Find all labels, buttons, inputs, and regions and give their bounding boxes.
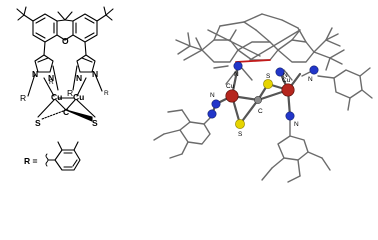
atom-s-top <box>263 79 273 89</box>
atom-label-n2: N <box>48 73 54 83</box>
atom-n-top-left <box>233 61 243 71</box>
ring-highlight <box>235 59 271 63</box>
label-c-center: C <box>258 108 263 115</box>
atom-n-right <box>309 65 319 75</box>
figure: O N N N N R R R R Cu Cu <box>16 6 373 183</box>
right-structure: Cu Cu S S C N N N N N <box>153 13 373 183</box>
label-cu-left: Cu <box>226 83 235 90</box>
atom-s-bottom <box>235 119 245 129</box>
atom-label-n3: N <box>76 73 82 83</box>
copper-atoms <box>225 83 295 103</box>
left-scheme: O <box>16 6 114 122</box>
label-n-left: N <box>210 92 215 99</box>
xanthene-oxygen-label: O <box>62 36 69 46</box>
label-s-bottom: S <box>238 131 243 138</box>
label-s-top: S <box>266 73 271 80</box>
atom-cu-left <box>225 89 239 103</box>
atom-label-s-left: S <box>35 118 41 128</box>
atom-cu-right <box>281 83 295 97</box>
atom-label-r1: R <box>20 93 26 103</box>
r-group-structure <box>45 141 81 171</box>
atom-label-cu-left: Cu <box>51 92 62 102</box>
label-n-bottom-right: N <box>294 121 299 128</box>
ligand-sticks <box>153 13 373 183</box>
atom-label-r3: R <box>67 88 73 98</box>
sulfur-atoms <box>235 79 273 129</box>
imidazole-left <box>34 54 54 73</box>
atom-n-bottom-right <box>285 111 295 121</box>
nitrogen-atoms <box>207 61 319 121</box>
atom-label-r2: R <box>49 79 54 86</box>
atom-label-n1: N <box>32 69 38 79</box>
atom-label-r4: R <box>104 90 109 97</box>
r-definition-label: R = <box>24 156 38 166</box>
label-n-top-right: N <box>283 72 288 79</box>
label-cu-right: Cu <box>282 77 291 84</box>
atom-n-top-right <box>275 67 285 77</box>
atom-label-c-center: C <box>63 107 69 117</box>
atom-label-s-right: S <box>92 118 98 128</box>
xanthene-backbone <box>16 6 114 56</box>
atom-label-cu-right: Cu <box>73 92 84 102</box>
label-n-right: N <box>308 76 313 83</box>
atom-n-bottom-left <box>207 109 217 119</box>
atom-c-center <box>254 96 262 104</box>
label-n-top-left: N <box>234 71 239 78</box>
imidazole-right <box>76 54 96 73</box>
atom-label-n4: N <box>92 69 98 79</box>
atom-n-left <box>211 99 221 109</box>
